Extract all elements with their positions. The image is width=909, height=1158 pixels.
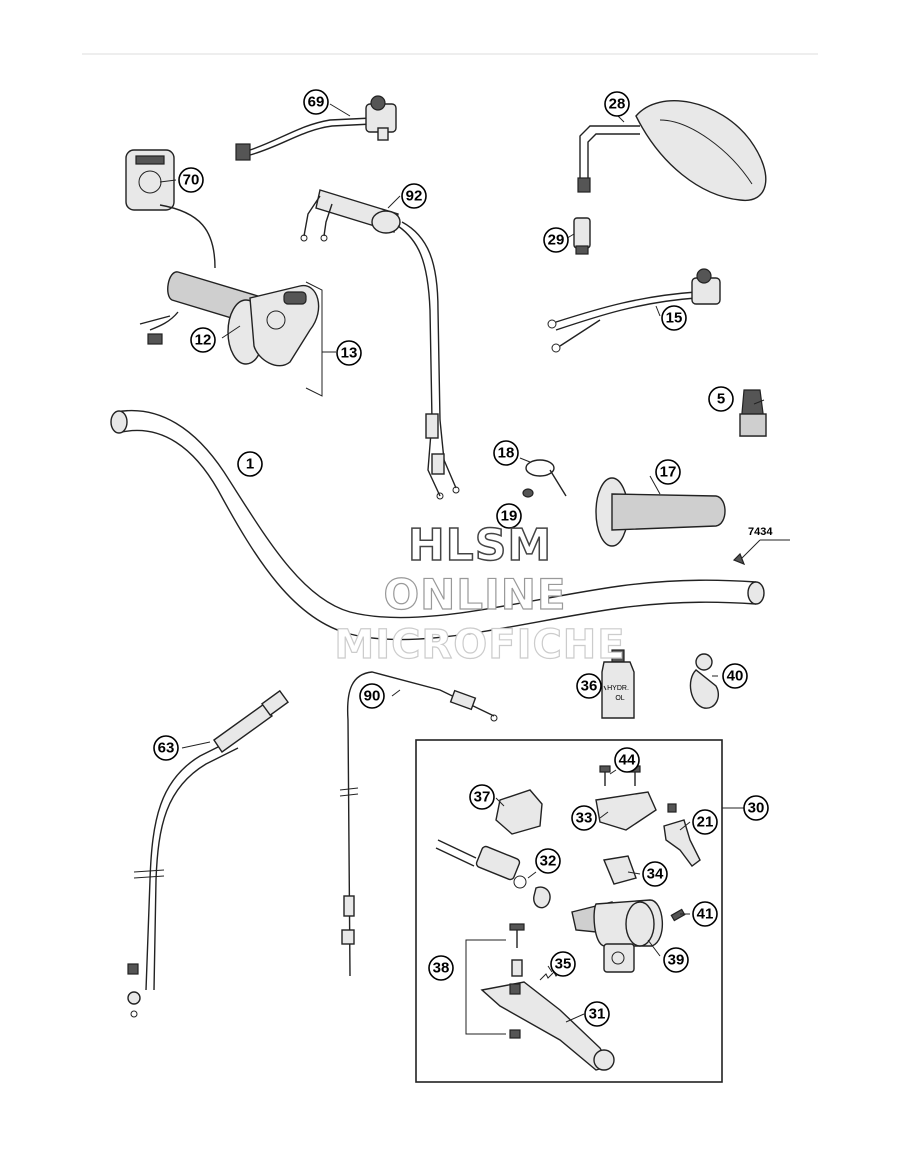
- callout-15-label: 15: [666, 310, 683, 327]
- part-36-hydraulic-oil-bottle: [601, 649, 635, 719]
- part-29-mirror-adapter: [573, 217, 591, 255]
- callout-5-label: 5: [717, 391, 725, 408]
- callout-28: 28: [604, 91, 630, 117]
- callout-39-label: 39: [668, 952, 685, 969]
- part-92-throttle-cables: [300, 189, 460, 500]
- part-19-clip: [522, 488, 534, 498]
- watermark-line-3: MICROFICHE: [334, 621, 626, 668]
- part-30-brake-assembly-box: [415, 739, 744, 1083]
- callout-19-label: 19: [501, 508, 518, 525]
- callout-40: 40: [722, 663, 748, 689]
- callout-19: 19: [496, 503, 522, 529]
- callout-21-label: 21: [697, 814, 714, 831]
- part-41-bolt: [670, 908, 686, 922]
- callout-35-label: 35: [555, 956, 572, 973]
- callout-38: 38: [428, 955, 454, 981]
- part-38-pivot-set: [465, 923, 525, 1039]
- callout-15: 15: [661, 305, 687, 331]
- callout-44: 44: [614, 747, 640, 773]
- bottle-label-line2: OL: [615, 695, 624, 702]
- callout-32-label: 32: [540, 853, 557, 870]
- part-40-clamp: [689, 653, 720, 709]
- callout-35: 35: [550, 951, 576, 977]
- callout-36-label: 36: [581, 678, 598, 695]
- part-18-cable-tie: [525, 459, 567, 497]
- callout-92: 92: [401, 183, 427, 209]
- part-39-master-cylinder: [571, 899, 664, 973]
- callout-69-label: 69: [308, 94, 325, 111]
- callout-34-label: 34: [647, 866, 664, 883]
- callout-41-label: 41: [697, 906, 714, 923]
- callout-39: 39: [663, 947, 689, 973]
- part-1-handlebar: [110, 409, 765, 641]
- callout-29-label: 29: [548, 232, 565, 249]
- callout-30-label: 30: [748, 800, 765, 817]
- callout-33-label: 33: [576, 810, 593, 827]
- callout-63: 63: [153, 735, 179, 761]
- callout-33: 33: [571, 805, 597, 831]
- part-70-throttle-housing: [125, 149, 216, 269]
- bottle-label-line1: HYDR.: [607, 685, 629, 692]
- callout-90: 90: [359, 683, 385, 709]
- part-31-brake-lever: [480, 981, 615, 1071]
- ref-7434-leader: [732, 539, 790, 566]
- callout-21: 21: [692, 809, 718, 835]
- part-17-left-grip: [595, 477, 726, 547]
- callout-13: 13: [336, 340, 362, 366]
- callout-41: 41: [692, 901, 718, 927]
- callout-18-label: 18: [498, 445, 515, 462]
- part-37-clamp: [495, 789, 543, 835]
- callout-92-label: 92: [406, 188, 423, 205]
- callout-28-label: 28: [609, 96, 626, 113]
- callout-12: 12: [190, 327, 216, 353]
- leader-lines: [159, 103, 765, 1023]
- part-15-switch: [547, 268, 721, 353]
- callout-29: 29: [543, 227, 569, 253]
- callout-17: 17: [655, 459, 681, 485]
- callout-1: 1: [237, 451, 263, 477]
- callout-18: 18: [493, 440, 519, 466]
- watermark-line-2: ONLINE: [383, 569, 567, 619]
- callout-32: 32: [535, 848, 561, 874]
- part-5-grease-tube: [739, 389, 767, 437]
- part-34-diaphragm: [603, 855, 637, 885]
- callout-37: 37: [469, 784, 495, 810]
- callout-44-label: 44: [619, 752, 636, 769]
- callout-63-label: 63: [158, 740, 175, 757]
- callout-17-label: 17: [660, 464, 677, 481]
- callout-31-label: 31: [589, 1006, 606, 1023]
- callout-38-label: 38: [433, 960, 450, 977]
- callout-13-label: 13: [341, 345, 358, 362]
- callout-90-label: 90: [364, 688, 381, 705]
- callout-36: 36: [576, 673, 602, 699]
- callout-5: 5: [708, 386, 734, 412]
- part-90-clutch-cable: [339, 671, 498, 977]
- callout-37-label: 37: [474, 789, 491, 806]
- part-33-reservoir-cover: [595, 791, 657, 831]
- callout-40-label: 40: [727, 668, 744, 685]
- ref-7434-label: 7434: [748, 526, 773, 538]
- part-63-cable: [127, 689, 289, 1018]
- part-69-switch-cable: [235, 95, 397, 161]
- callout-31: 31: [584, 1001, 610, 1027]
- callout-70: 70: [178, 167, 204, 193]
- callout-30: 30: [743, 795, 769, 821]
- callout-12-label: 12: [195, 332, 212, 349]
- callout-34: 34: [642, 861, 668, 887]
- part-12-throttle-grip: [139, 271, 320, 367]
- watermark-line-1: HLSM: [407, 519, 553, 572]
- callout-70-label: 70: [183, 172, 200, 189]
- part-28-mirror: [577, 100, 767, 202]
- part-21-lever: [663, 803, 701, 867]
- part-32-piston: [435, 839, 551, 909]
- part-13-bracket: [305, 281, 336, 397]
- callout-69: 69: [303, 89, 329, 115]
- callout-1-label: 1: [246, 456, 254, 473]
